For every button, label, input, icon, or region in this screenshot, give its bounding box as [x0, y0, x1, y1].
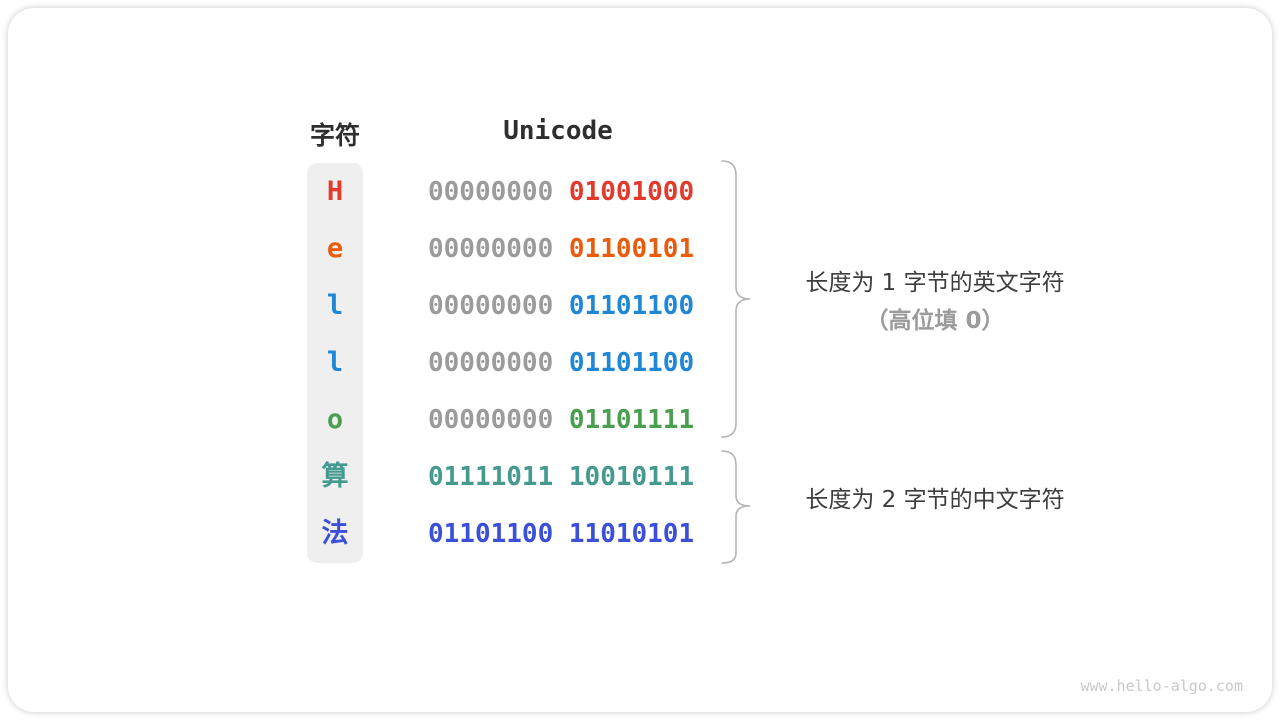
- byte1: 00000000: [428, 290, 554, 321]
- byte2: 01101100: [568, 347, 695, 378]
- column-header-char: 字符: [309, 121, 360, 150]
- byte2: 01101111: [568, 404, 695, 435]
- brace-english-group: [721, 160, 751, 438]
- brace-chinese-group: [721, 450, 751, 564]
- table-row: 算 01111011 10010111: [307, 448, 707, 505]
- table-row: 法 01101100 11010101: [307, 505, 707, 562]
- encoding-table: H 00000000 01001000 e 00000000 01100101 …: [307, 163, 707, 562]
- byte2: 01100101: [568, 233, 695, 264]
- table-row: l 00000000 01101100: [307, 334, 707, 391]
- byte1: 00000000: [428, 347, 554, 378]
- byte2: 01001000: [568, 176, 695, 207]
- binary-cell: 00000000 01101111: [428, 405, 694, 435]
- column-header-unicode: Unicode: [503, 116, 613, 146]
- binary-cell: 01101100 11010101: [428, 519, 694, 549]
- byte1: 00000000: [428, 176, 554, 207]
- table-row: e 00000000 01100101: [307, 220, 707, 277]
- char-cell: o: [326, 404, 344, 435]
- annotation-english-line1: 长度为 1 字节的英文字符: [805, 270, 1065, 296]
- char-column-background: [307, 163, 363, 563]
- byte1: 01101100: [428, 518, 554, 549]
- binary-cell: 00000000 01100101: [428, 234, 694, 264]
- char-cell: H: [326, 176, 344, 207]
- char-cell: e: [326, 233, 344, 264]
- annotation-english-chars: 长度为 1 字节的英文字符 （高位填 0）: [770, 265, 1100, 341]
- watermark-url: www.hello-algo.com: [1080, 677, 1243, 695]
- char-cell: l: [326, 290, 344, 321]
- byte1: 00000000: [428, 404, 554, 435]
- grouping-braces: [721, 160, 751, 564]
- annotation-english-line2: （高位填 0）: [865, 308, 1005, 334]
- binary-cell: 00000000 01001000: [428, 177, 694, 207]
- binary-cell: 01111011 10010111: [428, 462, 694, 492]
- char-cell: l: [326, 347, 344, 378]
- char-cell: 算: [321, 461, 349, 492]
- byte1: 00000000: [428, 233, 554, 264]
- byte2: 11010101: [568, 518, 695, 549]
- byte2: 01101100: [568, 290, 695, 321]
- diagram-card: [8, 8, 1272, 712]
- byte2: 10010111: [568, 461, 695, 492]
- binary-cell: 00000000 01101100: [428, 348, 694, 378]
- char-cell: 法: [321, 518, 349, 549]
- annotation-chinese-line1: 长度为 2 字节的中文字符: [805, 487, 1065, 513]
- annotation-chinese-chars: 长度为 2 字节的中文字符: [770, 482, 1100, 519]
- table-row: l 00000000 01101100: [307, 277, 707, 334]
- byte1: 01111011: [428, 461, 554, 492]
- table-row: H 00000000 01001000: [307, 163, 707, 220]
- binary-cell: 00000000 01101100: [428, 291, 694, 321]
- table-row: o 00000000 01101111: [307, 391, 707, 448]
